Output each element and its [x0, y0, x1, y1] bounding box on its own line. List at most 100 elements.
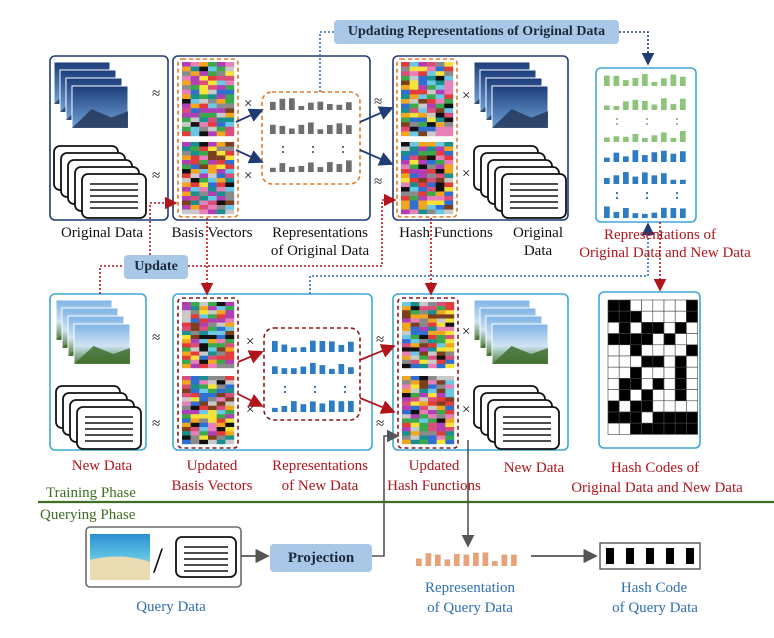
updated-basis-mosaic: [216, 339, 226, 344]
updated-basis-mosaic: [190, 347, 200, 352]
hash-function-mosaic: [444, 62, 454, 67]
hash-code-bit: [652, 366, 665, 379]
hash-function-mosaic: [418, 164, 428, 170]
repr-original-bar: [327, 124, 333, 134]
basis-vector-mosaic: [225, 103, 235, 109]
updated-basis-mosaic: [182, 376, 191, 381]
updated-basis-mosaic: [225, 427, 235, 432]
updated-basis-mosaic: [225, 410, 235, 415]
hash-function-mosaic: [409, 173, 419, 179]
basis-vector-mosaic: [199, 131, 209, 137]
updated-hash-mosaic: [436, 318, 446, 323]
basis-vector-mosaic: [208, 151, 217, 156]
updated-basis-mosaic: [225, 384, 235, 389]
hash-function-mosaic: [401, 126, 410, 132]
basis-vector-mosaic: [216, 85, 226, 90]
hash-code-bit: [686, 411, 698, 424]
hash-function-mosaic: [444, 80, 454, 86]
updated-hash-mosaic: [402, 302, 411, 307]
updated-basis-mosaic: [190, 397, 200, 402]
original-image-thumbnail-hills: [72, 109, 128, 128]
basis-vector-mosaic: [216, 112, 226, 118]
updated-basis-mosaic: [208, 435, 217, 440]
hash-function-mosaic: [427, 112, 436, 118]
repr-original-bar: [308, 162, 314, 172]
repr-new-bar: [300, 347, 307, 352]
updated-hash-mosaic: [445, 347, 455, 352]
repr-combined-bar-green: [642, 74, 648, 86]
repr-combined-bar-green: [623, 80, 629, 86]
hash-code-bit: [607, 344, 620, 357]
updated-basis-mosaic: [182, 427, 191, 432]
basis-vector-mosaic: [190, 85, 200, 90]
hash-function-mosaic: [418, 103, 428, 109]
hash-code-bit: [630, 322, 642, 334]
hash-function-mosaic: [401, 182, 410, 188]
basis-vector-mosaic: [182, 99, 191, 104]
updated-hash-mosaic: [410, 393, 420, 398]
hash-function-mosaic: [418, 191, 428, 197]
hash-function-mosaic: [418, 75, 428, 81]
operator-symbols: ≈ ≈ × × ≈ ≈ × × ≈ ≈ × × ≈ ≈ × × /: [152, 86, 470, 580]
updated-basis-mosaic: [190, 363, 200, 369]
updated-hash-mosaic: [410, 384, 420, 389]
basis-vector-mosaic: [190, 62, 200, 67]
query-repr-bar: [444, 559, 451, 566]
updated-basis-mosaic: [199, 306, 209, 311]
hash-function-mosaic: [418, 99, 428, 104]
updated-hash-mosaic: [436, 405, 446, 411]
basis-vector-mosaic: [190, 89, 200, 95]
hash-code-bit: [652, 355, 665, 368]
basis-vector-mosaic: [216, 62, 226, 67]
updated-basis-mosaic: [182, 302, 191, 307]
ellipsis-dot: [616, 118, 618, 120]
updated-hash-mosaic: [402, 359, 411, 365]
basis-vector-mosaic: [216, 196, 226, 201]
basis-vector-mosaic: [190, 75, 200, 81]
basis-vector-mosaic: [190, 187, 200, 192]
ellipsis-dot: [284, 391, 286, 393]
updated-hash-mosaic: [445, 343, 455, 348]
updated-hash-mosaic: [436, 401, 446, 406]
updated-basis-mosaic: [190, 326, 200, 332]
updated-hash-mosaic: [419, 431, 429, 436]
hash-function-mosaic: [427, 191, 436, 197]
updated-hash-mosaic: [402, 326, 411, 332]
updated-basis-mosaic: [182, 347, 191, 352]
updated-hash-mosaic: [402, 343, 411, 348]
updated-hash-mosaic: [419, 422, 429, 428]
updated-basis-mosaic: [225, 388, 235, 394]
updated-hash-mosaic: [428, 388, 437, 394]
hash-function-mosaic: [418, 131, 428, 137]
hash-function-mosaic: [435, 80, 445, 86]
hash-code-query-label-2: of Query Data: [612, 600, 698, 616]
repr-new-bar: [300, 404, 307, 412]
updated-hash-mosaic: [410, 380, 420, 385]
repr-new-bar: [281, 368, 288, 374]
querying-phase-label: Querying Phase: [40, 507, 136, 523]
ellipsis-dot: [312, 146, 314, 148]
hash-function-mosaic: [409, 209, 419, 215]
query-repr-bar: [463, 554, 470, 566]
hash-function-mosaic: [401, 122, 410, 127]
hash-code-bit: [652, 333, 665, 346]
updated-basis-mosaic: [208, 384, 217, 389]
hash-codes-frame: [598, 291, 701, 449]
hash-code-bit: [686, 422, 698, 435]
basis-and-hash-mosaics: [182, 62, 455, 445]
hash-code-bit: [663, 389, 676, 402]
hash-function-mosaic: [409, 117, 419, 123]
repr-new-bar: [348, 400, 354, 412]
repr-combined-bar-green: [680, 76, 686, 86]
basis-vector-mosaic: [190, 71, 200, 77]
basis-vector-mosaic: [225, 169, 235, 174]
basis-vector-mosaic: [225, 66, 235, 72]
basis-vector-mosaic: [216, 80, 226, 86]
basis-vector-mosaic: [216, 146, 226, 152]
approx-symbol: ≈: [152, 330, 160, 346]
training-phase-label: Training Phase: [46, 485, 136, 501]
updated-basis-mosaic: [208, 410, 217, 415]
updated-hash-mosaic: [402, 388, 411, 394]
query-hash-code: [599, 542, 701, 570]
updated-hash-mosaic: [445, 414, 455, 419]
